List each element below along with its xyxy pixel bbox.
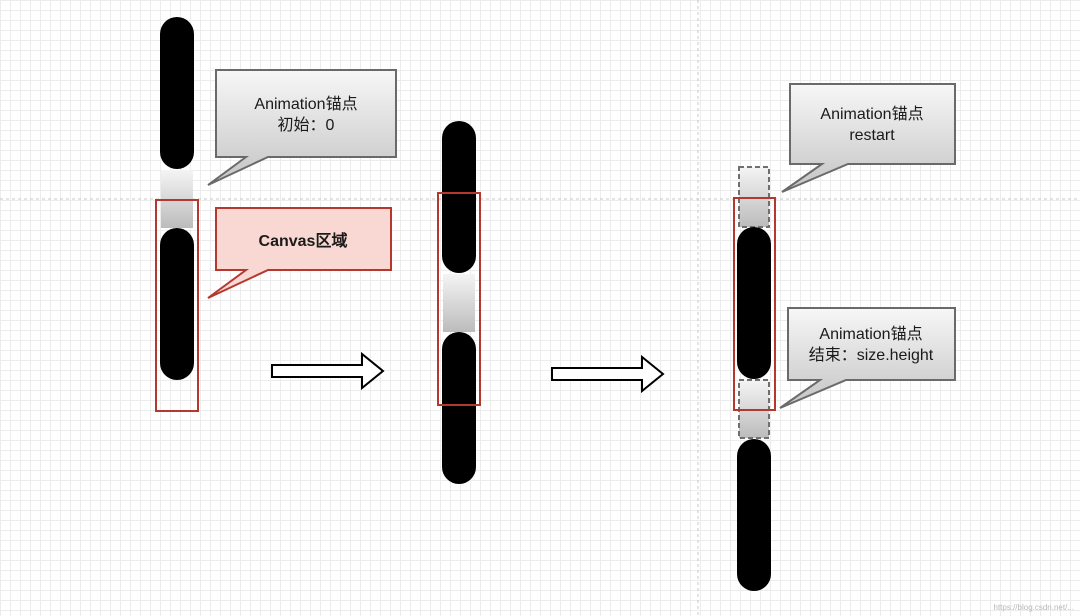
callout-anchor-initial: Animation锚点 初始：0 (207, 69, 397, 186)
callout-anchor-end-title: Animation锚点 (819, 325, 922, 343)
bar-segment-top (442, 121, 476, 273)
callout-anchor-restart-value: restart (849, 127, 895, 144)
canvas-region-box (437, 192, 481, 406)
watermark-text: https://blog.csdn.net/... (994, 603, 1075, 612)
callout-anchor-restart: Animation锚点 restart (781, 83, 956, 193)
canvas-region-box (733, 197, 776, 411)
bar-segment-middle (737, 227, 771, 379)
bar-segment-top (160, 17, 194, 169)
stage-3: Animation锚点 restart Animation锚点 结束：size.… (733, 83, 956, 591)
callout-canvas-region-title: Canvas区域 (259, 231, 348, 250)
canvas-region-box (155, 199, 199, 412)
arrow-right-icon (551, 354, 665, 394)
callout-anchor-end: Animation锚点 结束：size.height (779, 307, 956, 409)
callout-anchor-initial-value: 初始：0 (278, 116, 335, 134)
arrow-right-icon (271, 351, 385, 391)
bar-segment-bottom (160, 228, 194, 380)
anchor-block (443, 274, 475, 332)
callout-anchor-restart-title: Animation锚点 (820, 105, 923, 123)
callout-anchor-end-value: 结束：size.height (809, 346, 934, 364)
bar-segment-bottom (737, 439, 771, 591)
callout-anchor-initial-title: Animation锚点 (254, 95, 357, 113)
stage-2 (437, 121, 481, 484)
stage-1: Animation锚点 初始：0 Canvas区域 (155, 17, 397, 412)
bar-segment-bottom (442, 332, 476, 484)
callout-canvas-region: Canvas区域 (207, 207, 392, 299)
